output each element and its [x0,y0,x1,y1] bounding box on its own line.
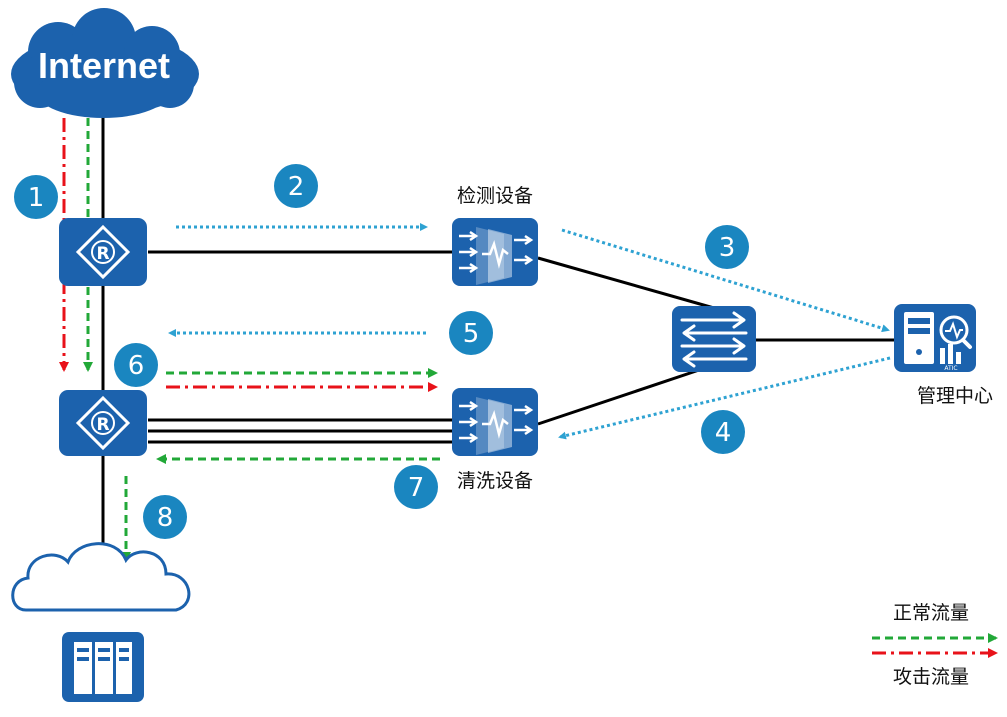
step-badge: 2 [274,164,318,208]
step-badge: 6 [114,343,158,387]
legend: 正常流量 攻击流量 [872,602,998,688]
manager-label: 管理中心 [917,385,993,407]
step-number: 4 [715,418,732,448]
cleaner-device [452,388,538,456]
switch-device [672,306,756,372]
step-badge: 3 [705,225,749,269]
cleaner-label: 清洗设备 [457,470,533,492]
flow-4-command [558,356,891,440]
cloud-icon [11,8,199,118]
datacenter-cloud [11,542,191,702]
switch-icon [672,306,756,372]
step-number: 2 [288,172,305,202]
step-badge: 1 [14,175,58,219]
link-cleaner-switch [537,363,715,426]
step-number: 8 [157,503,174,533]
step-number: 6 [128,351,145,381]
router-1: R [59,218,147,286]
links [101,110,894,568]
router-2: R [59,390,147,456]
manager-badge: ATIC [944,365,957,372]
internet-cloud: Internet [11,8,199,118]
svg-text:R: R [96,244,109,264]
step-badge: 8 [143,495,187,539]
manager-device: ATIC [894,304,976,372]
legend-normal-label: 正常流量 [893,602,969,624]
internet-label: Internet [38,45,170,86]
flows [59,118,891,562]
link-detector-switch [537,256,715,310]
flow-3-report [561,228,890,333]
step-number: 3 [719,233,736,263]
step-badge: 7 [394,465,438,509]
step-badge: 5 [449,311,493,355]
svg-text:R: R [96,415,109,435]
step-number: 1 [28,183,45,213]
legend-attack-label: 攻击流量 [893,666,969,688]
step-number: 7 [408,473,425,503]
step-badge: 4 [701,410,745,454]
detector-label: 检测设备 [457,185,533,207]
step-number: 5 [463,319,480,349]
detector-device [452,218,538,286]
